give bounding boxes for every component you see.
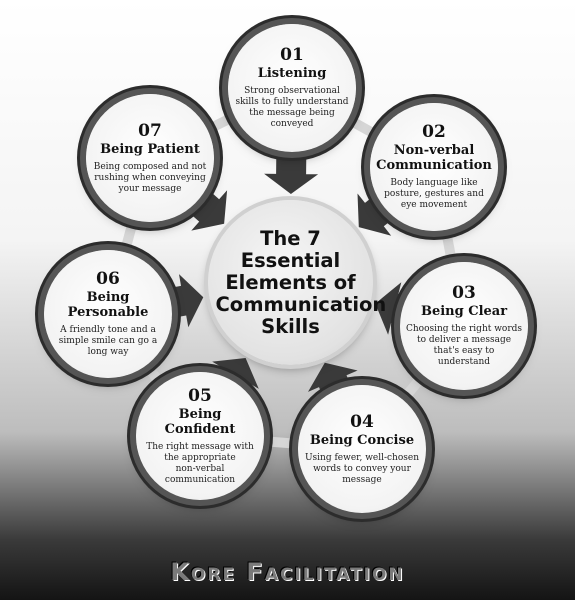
element-description: Being composed and not rushing when conv…	[93, 161, 207, 194]
element-number: 07	[138, 120, 162, 141]
arrow-to-center	[212, 358, 259, 394]
element-node-non-verbal: 02 Non-verbal Communication Body languag…	[370, 103, 498, 231]
center-title: The 7 Essential Elements of Communicatio…	[215, 226, 387, 338]
element-description: Body language like posture, gestures and…	[384, 178, 484, 210]
element-description: A friendly tone and a simple smile can g…	[58, 325, 158, 357]
element-number: 02	[422, 122, 446, 142]
element-title: Being Clear	[420, 304, 508, 319]
element-number: 03	[452, 283, 476, 303]
element-description: The right message with the appropriate n…	[146, 441, 254, 485]
element-node-listening: 01 Listening Strong observational skills…	[228, 24, 356, 152]
element-title: Non-verbal Communication	[376, 143, 492, 173]
element-title: Being Concise	[309, 432, 415, 448]
brand-logo-text: Kore Facilitation	[170, 558, 405, 586]
element-description: Using fewer, well-chosen words to convey…	[304, 452, 420, 485]
element-node-being-patient: 07 Being Patient Being composed and not …	[86, 94, 214, 222]
element-title: Being Personable	[67, 290, 149, 320]
element-number: 06	[96, 269, 120, 289]
element-description: Strong observational skills to fully und…	[235, 86, 349, 129]
element-title: Being Confident	[164, 406, 236, 437]
element-description: Choosing the right words to deliver a me…	[405, 324, 523, 367]
element-node-being-confident: 05 Being Confident The right message wit…	[136, 372, 264, 500]
arrow-to-center	[162, 274, 204, 328]
element-title: Listening	[257, 66, 327, 81]
element-number: 05	[188, 385, 212, 406]
element-number: 01	[280, 45, 304, 65]
element-node-being-personable: 06 Being Personable A friendly tone and …	[44, 250, 172, 378]
center-title-circle: The 7 Essential Elements of Communicatio…	[208, 200, 387, 365]
arrow-to-center	[264, 145, 319, 194]
element-number: 04	[350, 411, 374, 432]
element-node-being-clear: 03 Being Clear Choosing the right words …	[400, 262, 528, 390]
element-title: Being Patient	[100, 141, 200, 157]
element-node-being-concise: 04 Being Concise Using fewer, well-chose…	[298, 385, 426, 513]
